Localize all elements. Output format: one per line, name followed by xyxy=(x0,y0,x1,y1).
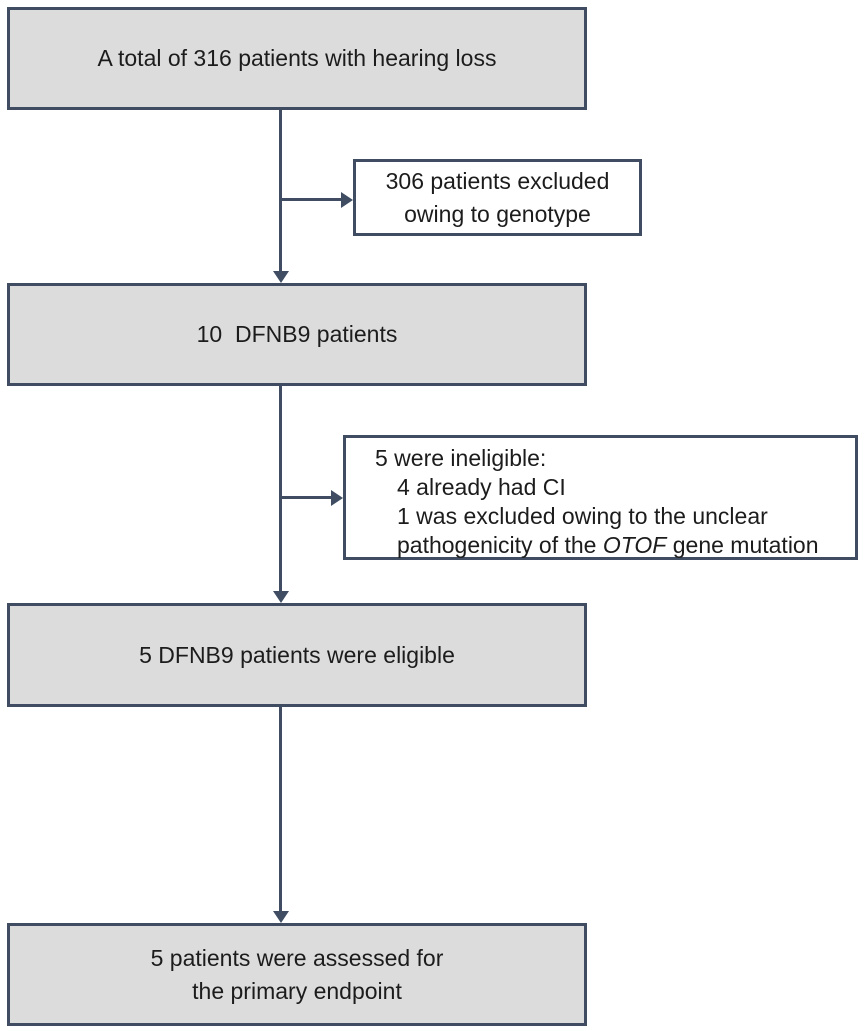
box-assessed-primary-endpoint: 5 patients were assessed for the primary… xyxy=(7,923,587,1026)
box-total-patients: A total of 316 patients with hearing los… xyxy=(7,7,587,110)
box-dfnb9-patients: 10 DFNB9 patients xyxy=(7,283,587,386)
arrowhead-right-excluded xyxy=(341,192,353,208)
box-ineligible-item-otof-post: gene mutation xyxy=(666,532,819,558)
arrow-line-dfnb9-to-eligible xyxy=(279,386,282,592)
box-ineligible-item-ci: 4 already had CI xyxy=(397,474,566,500)
box-ineligible-item-otof: 1 was excluded owing to the unclear path… xyxy=(397,502,843,560)
arrowhead-down-dfnb9 xyxy=(273,271,289,283)
otof-gene-italic: OTOF xyxy=(602,532,667,558)
box-eligible-patients: 5 DFNB9 patients were eligible xyxy=(7,603,587,707)
box-assessed-line2: the primary endpoint xyxy=(192,977,402,1004)
arrow-line-eligible-to-assessed xyxy=(279,707,282,912)
box-excluded-genotype-line2: owing to genotype xyxy=(404,200,591,227)
arrowhead-down-assessed xyxy=(273,911,289,923)
arrow-line-to-excluded xyxy=(280,198,342,201)
box-assessed-line1: 5 patients were assessed for xyxy=(150,944,444,971)
box-total-patients-label: A total of 316 patients with hearing los… xyxy=(97,45,497,71)
arrowhead-right-ineligible xyxy=(331,490,343,506)
arrowhead-down-eligible xyxy=(273,591,289,603)
arrow-line-total-to-dfnb9 xyxy=(279,110,282,273)
box-ineligible-item-otof-pre: 1 was excluded owing to the unclear path… xyxy=(397,503,768,558)
box-dfnb9-patients-label: 10 DFNB9 patients xyxy=(196,321,398,347)
arrow-line-to-ineligible xyxy=(280,496,332,499)
box-ineligible: 5 were ineligible: 4 already had CI 1 wa… xyxy=(343,435,858,560)
box-excluded-genotype: 306 patients excluded owing to genotype xyxy=(353,159,642,236)
box-excluded-genotype-line1: 306 patients excluded xyxy=(385,167,610,194)
box-ineligible-heading: 5 were ineligible: xyxy=(375,445,547,471)
box-eligible-patients-label: 5 DFNB9 patients were eligible xyxy=(139,641,455,668)
